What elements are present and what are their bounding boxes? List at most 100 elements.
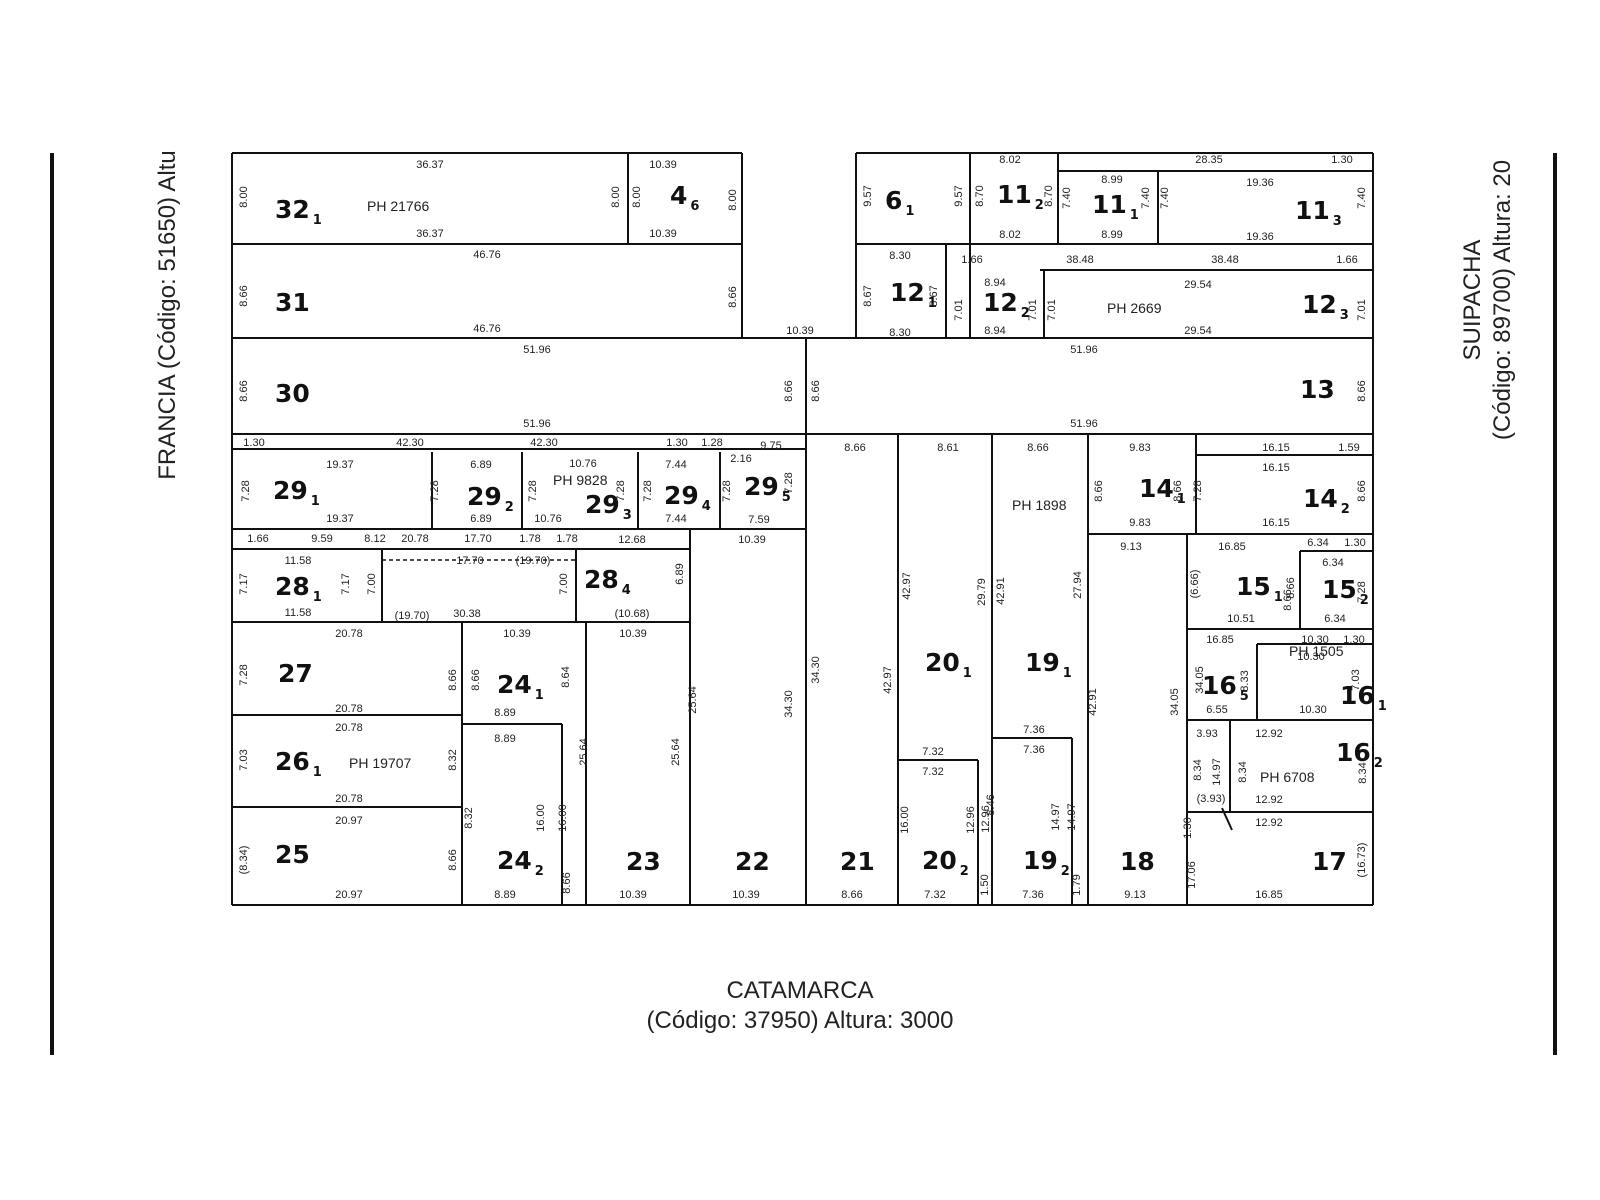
- dimension-label: 6.89: [674, 563, 686, 584]
- dimension-label: 7.32: [922, 766, 943, 778]
- dimension-label: 10.76: [569, 458, 597, 470]
- dimension-label: 16.00: [899, 806, 911, 834]
- dimension-label: 1.66: [1336, 254, 1357, 266]
- dimension-label: 16.15: [1262, 517, 1290, 529]
- dimension-label: 8.89: [494, 889, 515, 901]
- dimension-label: 7.40: [1061, 187, 1073, 208]
- parcel-number: 23: [626, 847, 661, 876]
- parcel-number: 31: [275, 288, 310, 317]
- dimension-label: 10.51: [1227, 613, 1255, 625]
- dimension-label: 25.64: [670, 738, 682, 766]
- parcel-number: 27: [278, 659, 313, 688]
- dimension-label: 12.96: [980, 805, 992, 833]
- dimension-label: 7.28: [527, 480, 539, 501]
- dimension-label: 29.79: [976, 578, 988, 606]
- dimension-label: 7.00: [366, 573, 378, 594]
- dimension-label: 7.40: [1140, 187, 1152, 208]
- parcel-number: 21: [840, 847, 875, 876]
- dimension-label: (6.66): [1189, 570, 1201, 599]
- dimension-label: 2.16: [730, 453, 751, 465]
- ph-label: PH 6708: [1260, 769, 1315, 785]
- dimension-label: 7.32: [924, 889, 945, 901]
- ph-label: PH 2669: [1107, 300, 1162, 316]
- dimension-label: 8.00: [610, 186, 622, 207]
- dimension-label: 8.00: [238, 186, 250, 207]
- dimension-label: (8.34): [238, 846, 250, 875]
- dimension-label: 7.28: [721, 480, 733, 501]
- dimension-label: 7.44: [665, 459, 686, 471]
- dimension-label: (19.70): [516, 555, 551, 567]
- dimension-label: 16.00: [557, 804, 569, 832]
- dimension-label: 8.66: [844, 442, 865, 454]
- dimension-label: 8.66: [1093, 480, 1105, 501]
- dimension-label: 8.66: [447, 849, 459, 870]
- dimension-label: 16.85: [1255, 889, 1283, 901]
- dimension-label: 29.54: [1184, 279, 1212, 291]
- dimension-label: 7.40: [1356, 187, 1368, 208]
- parcel-number: 17: [1312, 847, 1347, 876]
- dimension-label: 17.70: [456, 555, 484, 567]
- dimension-label: 11.58: [285, 555, 312, 567]
- dimension-label: 17.06: [1186, 861, 1198, 889]
- dimension-label: 34.30: [810, 656, 822, 684]
- street-label-south: CATAMARCA (Código: 37950) Altura: 3000: [630, 976, 970, 1036]
- ph-label: PH 9828: [553, 472, 608, 488]
- dimension-label: 14.97: [1050, 803, 1062, 831]
- dimension-label: 12.68: [618, 534, 646, 546]
- dimension-label: 1.50: [979, 874, 991, 895]
- parcel-number: 22: [735, 847, 770, 876]
- dimension-label: 51.96: [1070, 344, 1098, 356]
- dimension-label: 11.58: [285, 607, 312, 619]
- dimension-label: 1.66: [961, 254, 982, 266]
- dimension-label: 8.89: [494, 733, 515, 745]
- dimension-label: 8.94: [984, 277, 1005, 289]
- dimension-label: 6.34: [1324, 613, 1345, 625]
- dimension-label: 12.92: [1255, 794, 1283, 806]
- dimension-label: 10.30: [1299, 704, 1327, 716]
- dimension-label: 8.02: [999, 154, 1020, 166]
- dimension-label: 8.67: [862, 285, 874, 306]
- dimension-label: 20.78: [401, 533, 429, 545]
- dimension-label: 9.59: [311, 533, 332, 545]
- dimension-label: 1.30: [666, 437, 687, 449]
- dimension-label: 6.89: [470, 459, 491, 471]
- dimension-label: 10.39: [619, 889, 647, 901]
- dimension-label: 7.17: [238, 573, 250, 594]
- dimension-label: 38.48: [1066, 254, 1094, 266]
- dimension-label: 25.64: [578, 738, 590, 766]
- dimension-label: 34.30: [783, 690, 795, 718]
- right-page-border: [1553, 153, 1557, 1055]
- dimension-label: 8.99: [1101, 174, 1122, 186]
- dimension-label: 7.28: [240, 480, 252, 501]
- dimension-label: 8.34: [1357, 762, 1369, 783]
- dimension-label: 7.01: [1356, 299, 1368, 320]
- dimension-label: 8.66: [447, 669, 459, 690]
- dimension-label: 10.39: [503, 628, 531, 640]
- dimension-label: 8.94: [984, 325, 1005, 337]
- dimension-label: 8.66: [1356, 380, 1368, 401]
- dimension-label: 8.66: [841, 889, 862, 901]
- dimension-label: (16.73): [1356, 843, 1368, 878]
- dimension-label: 51.96: [523, 418, 551, 430]
- dimension-label: 19.36: [1246, 231, 1274, 243]
- dimension-label: 10.39: [649, 228, 677, 240]
- ph-label: PH 21766: [367, 198, 429, 214]
- dimension-label: 9.13: [1124, 889, 1145, 901]
- dimension-label: 20.78: [335, 703, 363, 715]
- dimension-label: 8.66: [727, 286, 739, 307]
- dimension-label: 1.78: [519, 533, 540, 545]
- dimension-label: 28.35: [1195, 154, 1223, 166]
- dimension-label: 10.30: [1301, 634, 1329, 646]
- parcel-number: 30: [275, 379, 310, 408]
- dimension-label: 6.34: [1322, 557, 1343, 569]
- dimension-label: 8.99: [1101, 229, 1122, 241]
- dimension-label: 16.15: [1262, 462, 1290, 474]
- dimension-label: 9.13: [1120, 541, 1141, 553]
- dimension-label: 14.97: [1066, 803, 1078, 831]
